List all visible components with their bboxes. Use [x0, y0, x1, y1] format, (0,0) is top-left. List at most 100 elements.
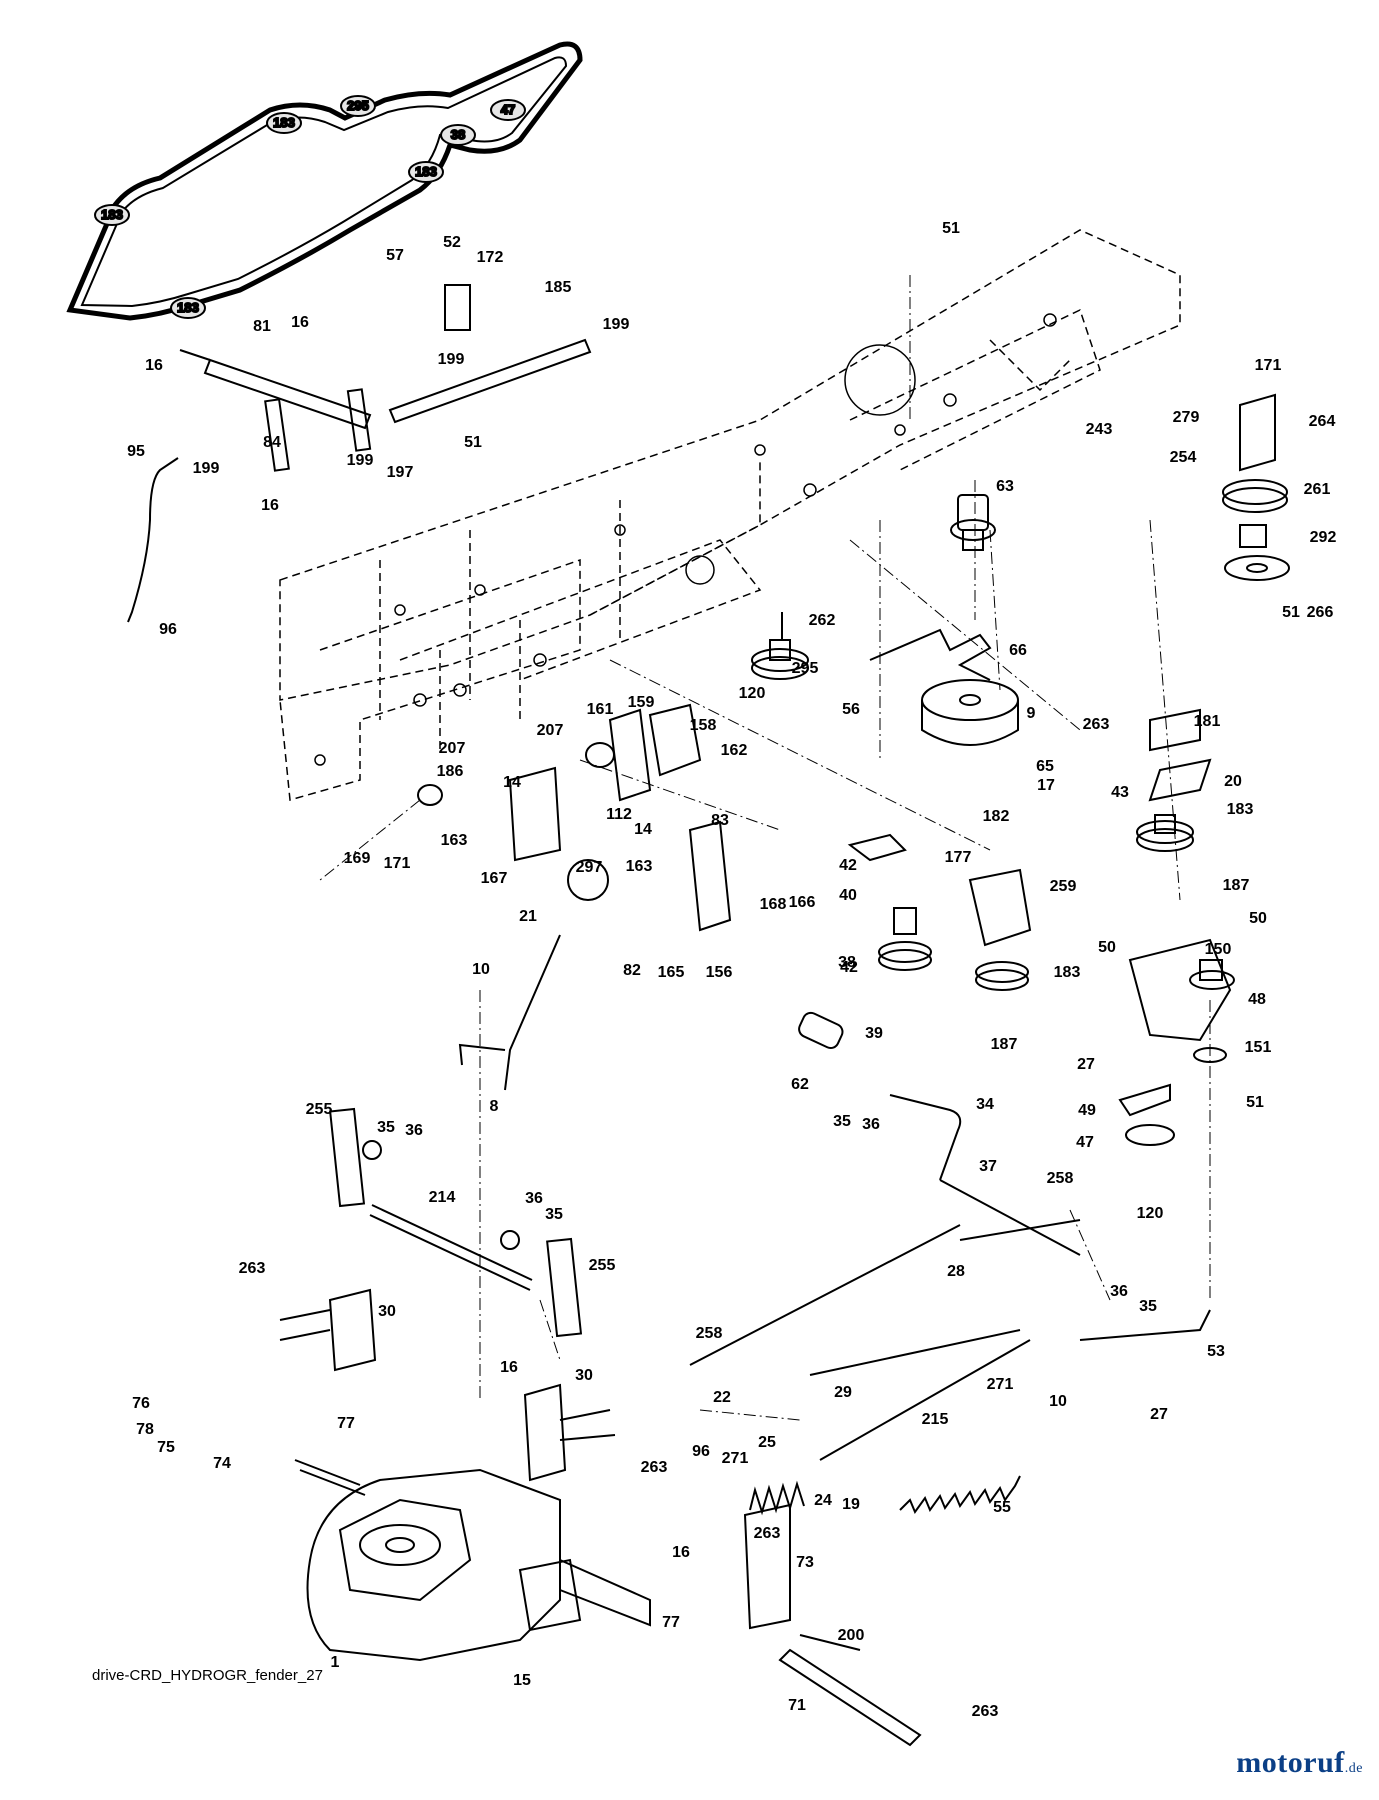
- part-callout-label: 36: [525, 1190, 543, 1207]
- part-callout-label: 263: [640, 1459, 668, 1476]
- bracket-73: [743, 1503, 791, 1630]
- shift-lever: [458, 859, 609, 1091]
- part-callout-label: 271: [721, 1450, 749, 1467]
- part-callout-label: 34: [976, 1096, 994, 1113]
- part-callout-label: 150: [1204, 941, 1232, 958]
- part-callout-label: 15: [513, 1672, 531, 1689]
- part-callout-label: 52: [443, 234, 461, 251]
- part-callout-label: 199: [437, 351, 465, 368]
- part-callout-label: 43: [1111, 784, 1129, 801]
- lever-71: [778, 1634, 922, 1747]
- belt-pulley-label: 47: [501, 102, 515, 117]
- part-callout-label: 66: [1009, 642, 1027, 659]
- part-callout-label: 35: [833, 1113, 851, 1130]
- part-callout-label: 47: [1076, 1134, 1094, 1151]
- right-pulley-stack: [1222, 393, 1290, 581]
- part-callout-label: 51: [464, 434, 482, 451]
- part-callout-label: 77: [337, 1415, 355, 1432]
- diagram-id: drive-CRD_HYDROGR_fender_27: [92, 1667, 323, 1684]
- chassis-frame: [279, 229, 1181, 801]
- part-callout-label: 169: [343, 850, 371, 867]
- belt-pulley-markers: 183 295 47 38 183 183 183: [94, 95, 526, 319]
- part-callout-label: 21: [519, 908, 537, 925]
- part-callout-label: 76: [132, 1395, 150, 1412]
- part-callout-label: 263: [753, 1525, 781, 1542]
- part-callout-label: 96: [159, 621, 177, 638]
- part-callout-label: 42: [840, 959, 858, 976]
- part-callout-label: 63: [996, 478, 1014, 495]
- part-callout-label: 243: [1085, 421, 1113, 438]
- brand-name: motoruf: [1236, 1746, 1345, 1779]
- bracket-30-center: [523, 1383, 616, 1482]
- part-callout-label: 81: [253, 318, 271, 335]
- part-callout-label: 159: [627, 694, 655, 711]
- part-callout-label: 62: [791, 1076, 809, 1093]
- bracket-48-assembly: [1118, 938, 1235, 1146]
- upper-linkage: [179, 284, 592, 472]
- part-callout-label: 120: [1136, 1205, 1164, 1222]
- chassis-holes: [314, 313, 1057, 766]
- bracket-30-left: [279, 1288, 377, 1372]
- part-callout-label: 171: [383, 855, 411, 872]
- electric-clutch-9: [921, 679, 1019, 746]
- part-callout-label: 65: [1036, 758, 1054, 775]
- part-callout-label: 48: [1248, 991, 1266, 1008]
- part-callout-label: 27: [1150, 1406, 1168, 1423]
- brand-tld: .de: [1344, 1761, 1363, 1776]
- part-callout-label: 171: [1254, 357, 1282, 374]
- part-callout-label: 83: [711, 812, 729, 829]
- spring-25: [749, 1480, 805, 1516]
- part-callout-label: 162: [720, 742, 748, 759]
- part-callout-label: 75: [157, 1439, 175, 1456]
- part-callout-label: 8: [489, 1098, 499, 1115]
- mid-brackets: [417, 703, 732, 932]
- part-callout-label: 295: [791, 660, 819, 677]
- part-callout-label: 35: [1139, 1298, 1157, 1315]
- part-callout-label: 51: [1246, 1094, 1264, 1111]
- part-callout-label: 16: [291, 314, 309, 331]
- belt-pulley-label: 183: [101, 207, 123, 222]
- part-callout-label: 71: [788, 1697, 806, 1714]
- part-callout-label: 207: [438, 740, 466, 757]
- part-callout-label: 82: [623, 962, 641, 979]
- part-callout-label: 163: [625, 858, 653, 875]
- part-callout-label: 57: [386, 247, 404, 264]
- part-callout-label: 263: [1082, 716, 1110, 733]
- part-callout-label: 36: [1110, 1283, 1128, 1300]
- right-idler-bracket: [1136, 708, 1212, 852]
- part-callout-label: 53: [1207, 1343, 1225, 1360]
- part-callout-label: 30: [575, 1367, 593, 1384]
- part-callout-label: 156: [705, 964, 733, 981]
- part-callout-label: 197: [386, 464, 414, 481]
- part-callout-label: 27: [1077, 1056, 1095, 1073]
- belt-pulley-label: 183: [177, 300, 199, 315]
- part-callout-label: 78: [136, 1421, 154, 1438]
- part-callout-label: 262: [808, 612, 836, 629]
- part-callout-label: 20: [1224, 773, 1242, 790]
- part-callout-label: 297: [575, 859, 603, 876]
- part-callout-label: 112: [606, 806, 632, 823]
- part-callout-label: 49: [1078, 1102, 1096, 1119]
- shaft-214: [329, 1107, 583, 1338]
- part-callout-label: 51: [942, 220, 960, 237]
- belt-pulley-label: 183: [273, 115, 295, 130]
- part-callout-label: 84: [263, 434, 281, 451]
- hydrostatic-transaxle: [294, 1459, 651, 1662]
- part-callout-label: 29: [834, 1384, 852, 1401]
- part-callout-label: 35: [377, 1119, 395, 1136]
- part-callout-label: 25: [758, 1434, 776, 1451]
- spring-55: [899, 1475, 1021, 1515]
- part-callout-label: 263: [238, 1260, 266, 1277]
- spring-66: [869, 628, 992, 681]
- part-callout-label: 56: [842, 701, 860, 718]
- part-callout-label: 36: [405, 1122, 423, 1139]
- part-callout-label: 292: [1309, 529, 1337, 546]
- part-callout-label: 183: [1053, 964, 1081, 981]
- part-callout-label: 187: [990, 1036, 1018, 1053]
- part-callout-label: 17: [1037, 777, 1055, 794]
- part-callout-label: 181: [1193, 713, 1221, 730]
- part-callout-label: 199: [346, 452, 374, 469]
- part-callout-label: 186: [436, 763, 464, 780]
